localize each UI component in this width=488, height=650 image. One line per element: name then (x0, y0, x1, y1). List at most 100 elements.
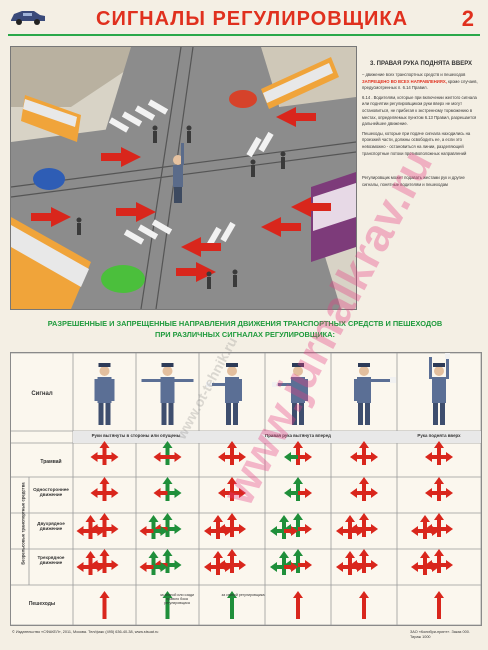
pedestrian-note-1: за спиной или сзади правого бока регулир… (159, 593, 195, 605)
direction-arrow (364, 527, 372, 531)
traffic-officer-signal-4 (272, 363, 308, 425)
direction-arrow (153, 565, 162, 569)
traffic-officer-signal-6 (429, 353, 450, 425)
direction-arrow (276, 565, 284, 569)
car-logo-icon (11, 11, 45, 25)
direction-arrow (167, 563, 176, 567)
direction-arrow (174, 524, 182, 534)
direction-arrow (425, 565, 433, 569)
direction-arrow (364, 563, 372, 567)
direction-arrow (439, 455, 447, 459)
direction-arrow (432, 562, 439, 572)
direction-arrow (111, 488, 119, 498)
direction-arrow (425, 452, 432, 462)
direction-arrow (90, 452, 98, 462)
table-heading-line-1: РАЗРЕШЕННЫЕ И ЗАПРЕЩЕННЫЕ НАПРАВЛЕНИЯ ДВ… (47, 319, 443, 328)
traffic-officer-signal-2 (141, 363, 194, 425)
direction-arrow (446, 452, 453, 462)
group-header-band (73, 431, 481, 443)
panel-text: – движение всех транспортных средств и п… (362, 72, 466, 77)
direction-arrow (167, 455, 176, 459)
direction-arrow (423, 557, 427, 563)
direction-arrow (437, 447, 441, 453)
direction-arrow (293, 477, 303, 484)
direction-arrow (99, 549, 110, 556)
direction-arrow (298, 455, 306, 459)
direction-arrow (446, 488, 453, 498)
direction-arrow (296, 555, 300, 561)
table-heading-line-2: ПРИ РАЗЛИЧНЫХ СИГНАЛАХ РЕГУЛИРОВЩИКА: (155, 330, 335, 339)
direction-arrow (298, 491, 306, 495)
direction-arrow (82, 565, 91, 569)
direction-arrow (239, 488, 246, 498)
direction-arrow (296, 597, 300, 619)
direction-arrow (174, 560, 182, 570)
direction-arrow (230, 597, 234, 619)
direction-arrow (104, 563, 113, 567)
direction-arrow (293, 549, 303, 556)
signals-table-drawing (11, 353, 481, 625)
direction-arrow (425, 488, 432, 498)
direction-arrow (148, 515, 159, 522)
direction-arrow (446, 560, 453, 570)
direction-arrow (102, 483, 107, 489)
direction-arrow (232, 455, 240, 459)
direction-arrow (417, 529, 425, 533)
direction-arrow (162, 477, 173, 484)
direction-arrow (104, 527, 113, 531)
direction-arrow (362, 597, 366, 619)
direction-arrow (151, 521, 156, 527)
direction-arrow (99, 477, 110, 484)
intersection-drawing (11, 47, 356, 309)
direction-arrow (296, 519, 300, 525)
direction-arrow (165, 519, 170, 525)
direction-arrow (364, 491, 372, 495)
direction-arrow (82, 529, 91, 533)
direction-arrow (145, 565, 154, 569)
signals-table: Сигнал Руки вытянуты в стороны или опуще… (10, 352, 482, 626)
direction-arrow (239, 524, 246, 534)
group-header-right-arm-forward: Правая рука вытянута вперед (265, 433, 331, 438)
direction-arrow (350, 529, 358, 533)
direction-arrow (227, 591, 237, 598)
traffic-officer-figure (173, 143, 184, 203)
signal-column-label: Сигнал (31, 391, 53, 397)
direction-arrow (423, 521, 427, 527)
direction-arrow (139, 526, 147, 536)
direction-arrow (276, 529, 284, 533)
tram-top-left (21, 95, 81, 142)
direction-arrow (225, 526, 232, 536)
direction-arrow (359, 591, 369, 598)
table-heading: РАЗРЕШЕННЫЕ И ЗАПРЕЩЕННЫЕ НАПРАВЛЕНИЯ ДВ… (10, 318, 480, 340)
direction-arrow (224, 491, 232, 495)
direction-arrow (111, 452, 119, 462)
direction-arrow (305, 452, 312, 462)
direction-arrow (362, 483, 366, 489)
direction-arrow (350, 488, 357, 498)
direction-arrow (284, 452, 291, 462)
direction-arrow (279, 515, 289, 522)
direction-arrow (102, 555, 107, 561)
direction-arrow (296, 483, 300, 489)
direction-arrow (213, 515, 223, 522)
direction-arrow (85, 515, 96, 522)
footer-printer: ЗАО «Колибри-принт». Заказ 000. Тираж 10… (410, 630, 470, 639)
direction-arrow (290, 455, 298, 459)
direction-arrow (371, 452, 378, 462)
direction-arrow (97, 562, 105, 572)
direction-arrow (293, 513, 303, 520)
direction-arrow (437, 483, 441, 489)
direction-arrow (99, 591, 110, 598)
direction-arrow (437, 597, 441, 619)
direction-arrow (230, 483, 234, 489)
direction-arrow (213, 551, 223, 558)
direction-arrow (99, 513, 110, 520)
direction-arrow (446, 524, 453, 534)
direction-arrow (342, 529, 350, 533)
panel-text: кроме случаев, предусмотренных п. 6.14 П… (362, 78, 478, 91)
direction-arrow (88, 521, 93, 527)
direction-arrow (298, 527, 306, 531)
direction-arrow (439, 563, 447, 567)
direction-arrow (298, 563, 306, 567)
direction-arrow (210, 529, 218, 533)
